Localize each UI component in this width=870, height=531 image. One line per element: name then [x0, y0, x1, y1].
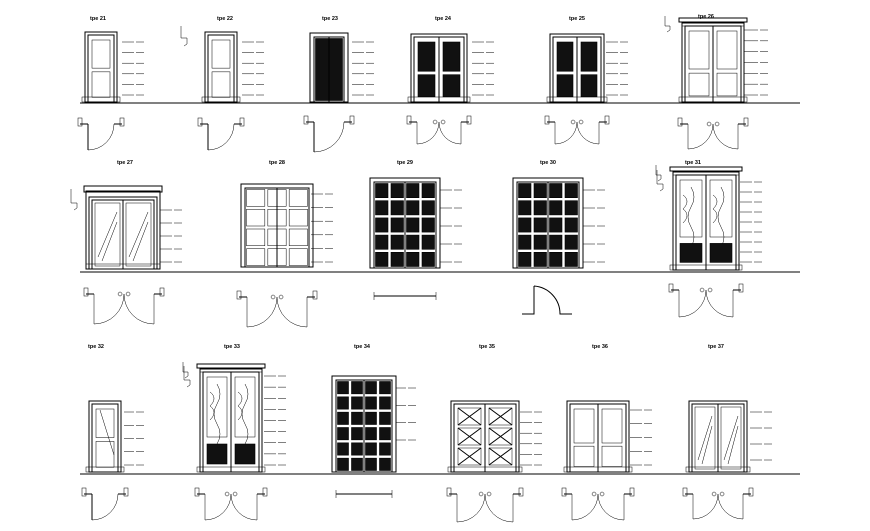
door-type-label: tpe 28: [269, 160, 285, 166]
door-type-label: tpe 26: [698, 14, 714, 20]
door-type-label: tpe 37: [708, 344, 724, 350]
door-type-label: tpe 32: [88, 344, 104, 350]
door-type-label: tpe 30: [540, 160, 556, 166]
door-type-label: tpe 24: [435, 16, 452, 22]
door-type-label: tpe 27: [117, 160, 133, 166]
door-type-label: tpe 25: [569, 16, 585, 22]
door-type-label: tpe 33: [224, 344, 240, 350]
door-type-label: tpe 35: [479, 344, 495, 350]
door-type-label: tpe 23: [322, 16, 338, 22]
door-type-label: tpe 22: [217, 16, 233, 22]
door-type-label: tpe 31: [685, 160, 701, 166]
door-type-label: tpe 21: [90, 16, 106, 22]
door-type-label: tpe 34: [354, 344, 371, 350]
door-type-label: tpe 36: [592, 344, 608, 350]
door-type-label: tpe 29: [397, 160, 413, 166]
